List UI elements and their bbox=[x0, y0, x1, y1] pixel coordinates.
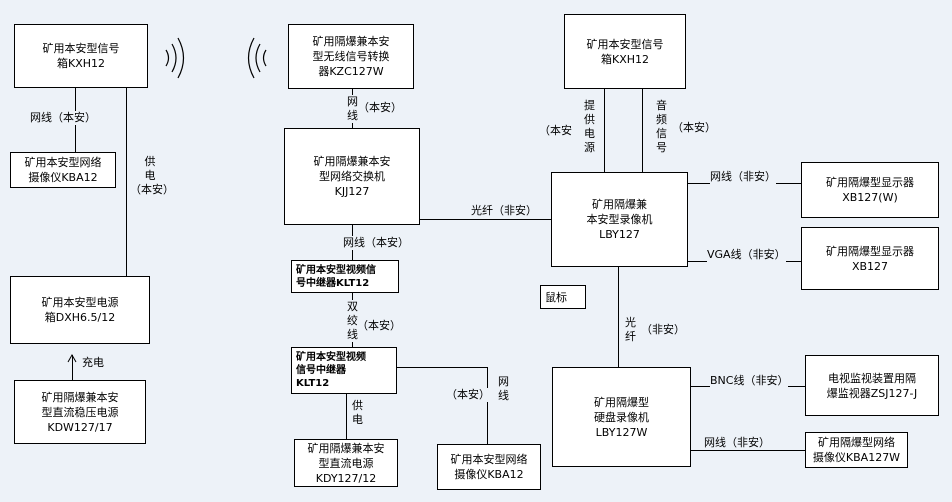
signal-box-kxh12-left: 矿用本安型信号 箱KXH12 bbox=[14, 24, 148, 88]
video-repeater-klt12-a: 矿用本安型视频信 号中继器KLT12 bbox=[291, 260, 399, 293]
line-kxh-to-dxh-power bbox=[126, 87, 127, 277]
label-charge: 充电 bbox=[82, 356, 104, 370]
label-bnc-feian: BNC线（非安） bbox=[710, 374, 789, 388]
line-klt-b-horizontal bbox=[397, 367, 487, 368]
line-lby127w-to-kba127w bbox=[690, 450, 806, 451]
label-supply-left: 供 电 （本安） bbox=[130, 155, 174, 197]
line-klt-b-to-kdy bbox=[346, 393, 347, 439]
label-vga-feian: VGA线（非安） bbox=[707, 248, 786, 262]
hdd-recorder-lby127w: 矿用隔爆型 硬盘录像机 LBY127W bbox=[552, 367, 691, 467]
camera-kba12-mid: 矿用本安型网络 摄像仪KBA12 bbox=[437, 444, 541, 490]
display-xb127: 矿用隔爆型显示器 XB127 bbox=[801, 227, 939, 290]
label-fiber-feian-horizontal: 光纤（非安） bbox=[471, 204, 537, 218]
power-supply-kdy: 矿用隔爆兼本安 型直流电源 KDY127/12 bbox=[294, 439, 398, 487]
label-fiber-vertical: 光纤 bbox=[624, 316, 637, 344]
camera-kba127w: 矿用隔爆型网络 摄像仪KBA127W bbox=[805, 432, 908, 468]
label-kzc-net-benan: （本安） bbox=[358, 101, 402, 115]
label-twisted-benan: （本安） bbox=[357, 319, 401, 333]
wifi-wave-right-icon bbox=[165, 37, 185, 79]
network-switch-kjj: 矿用隔爆兼本安 型网络交换机 KJJ127 bbox=[284, 128, 420, 225]
video-recorder-lby127: 矿用隔爆兼 本安型录像机 LBY127 bbox=[551, 172, 688, 267]
label-twisted-pair-vertical: 双绞线 bbox=[346, 300, 359, 342]
label-benan-right-audio: （本安） bbox=[672, 121, 716, 135]
label-fiber-feian-vertical: （非安） bbox=[641, 323, 685, 337]
label-net-mid-vertical: 网线 bbox=[497, 375, 510, 403]
label-kzc-net-vertical: 网线 bbox=[346, 95, 359, 123]
label-net-feian-bottom: 网线（非安） bbox=[704, 436, 770, 450]
power-supply-kdw: 矿用隔爆兼本安 型直流稳压电源 KDW127/17 bbox=[14, 380, 146, 444]
line-lby-to-lby127w bbox=[618, 266, 619, 367]
power-box-dxh: 矿用本安型电源 箱DXH6.5/12 bbox=[10, 276, 150, 344]
label-net-benan-left: 网线（本安） bbox=[30, 111, 96, 125]
line-kxh-right-supply bbox=[604, 88, 605, 172]
label-net-mid-benan: （本安） bbox=[446, 388, 490, 402]
label-net-feian-top: 网线（非安） bbox=[710, 170, 776, 184]
line-charge-arrow bbox=[72, 355, 73, 380]
line-to-kba-mid bbox=[487, 367, 488, 444]
signal-box-kxh12-right: 矿用本安型信号 箱KXH12 bbox=[564, 14, 686, 89]
label-kjj-net-benan: 网线（本安） bbox=[343, 236, 409, 250]
video-repeater-klt12-b: 矿用本安型视频 信号中继器 KLT12 bbox=[291, 347, 397, 394]
line-kjj-to-lby-fiber bbox=[420, 219, 552, 220]
label-supply-mid: 供电 bbox=[352, 399, 363, 426]
wireless-converter-kzc: 矿用隔爆兼本安 型无线信号转换 器KZC127W bbox=[288, 24, 414, 89]
wifi-wave-left-icon bbox=[247, 37, 267, 79]
camera-kba12-left: 矿用本安型网络 摄像仪KBA12 bbox=[10, 152, 116, 188]
label-provide-power-vertical: 提供电源 bbox=[583, 99, 596, 155]
label-audio-signal-vertical: 音频信号 bbox=[655, 99, 668, 155]
mouse-box: 鼠标 bbox=[540, 285, 586, 309]
line-kxh-right-audio bbox=[642, 88, 643, 172]
label-benan-left-of-supply: （本安 bbox=[539, 124, 572, 138]
display-xb127w: 矿用隔爆型显示器 XB127(W) bbox=[801, 162, 939, 218]
tv-monitor-zsj127: 电视监视装置用隔 爆监视器ZSJ127-J bbox=[805, 355, 939, 416]
